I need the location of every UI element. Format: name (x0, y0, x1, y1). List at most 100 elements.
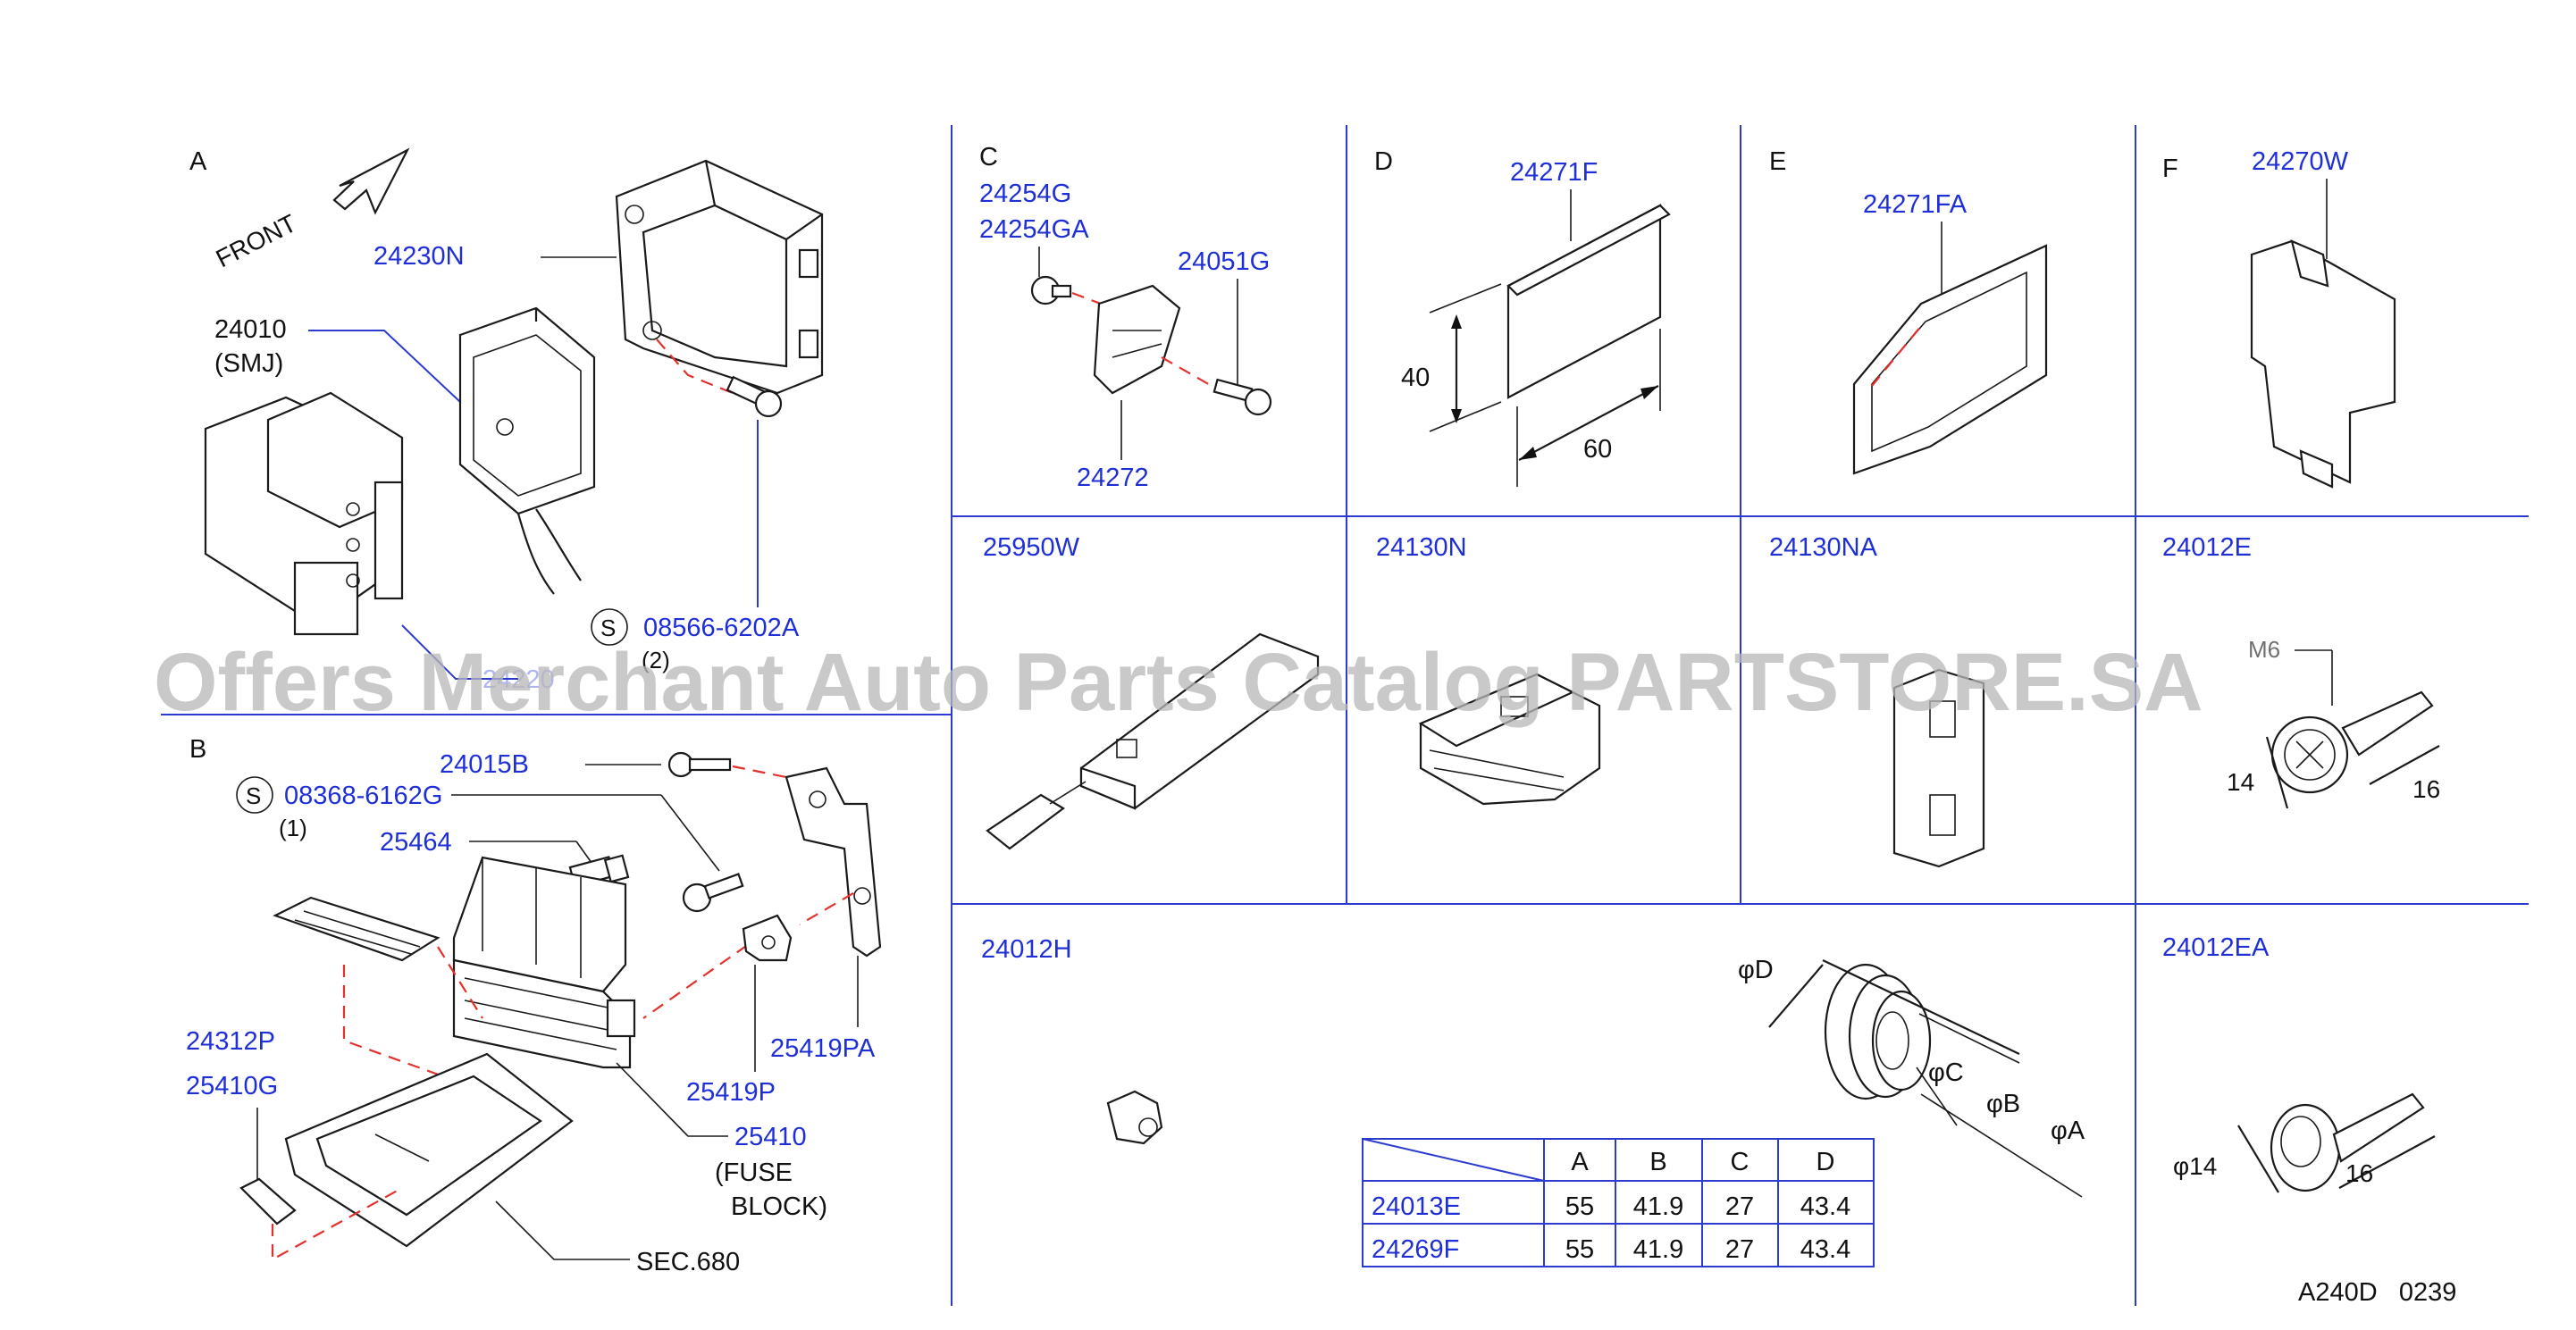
bracket-24272 (1093, 284, 1181, 395)
footer-code: A240D 0239 (2298, 1278, 2456, 1307)
part-24051G: 24051G (1178, 247, 1270, 276)
table-cell: 41.9 (1633, 1235, 1683, 1264)
part-24010: 24010 (214, 315, 287, 344)
part-24012EA: 24012EA (2162, 933, 2270, 962)
section-c: C 24254G 24254GA 24051G 24272 (979, 143, 1272, 492)
part-25410G: 25410G (186, 1072, 278, 1100)
screw-icon (667, 751, 732, 778)
dim-16: 16 (2412, 775, 2440, 803)
part-24012H: 24012H (981, 935, 1072, 964)
screw-icon-c (1212, 378, 1272, 416)
part-08368-6162G: 08368-6162G (284, 782, 442, 810)
ea-dim-16: 16 (2345, 1159, 2373, 1187)
part-24015B: 24015B (440, 750, 529, 779)
s-mark-circle (591, 608, 628, 646)
gasket-24271fa (1852, 244, 2048, 475)
section-d: D 24271F 40 60 (1374, 147, 1671, 487)
connector-25950w (986, 632, 1320, 850)
section-letter: D (1374, 147, 1393, 176)
table-header-d: D (1817, 1148, 1835, 1176)
section-e: E 24271FA (1769, 147, 2048, 475)
smj-connector (458, 306, 596, 595)
part-24271F: 24271F (1510, 158, 1598, 187)
grid-lines (161, 125, 2529, 1306)
row2: 25950W 24130N 24130NA 24012E M6 (983, 533, 2440, 868)
m6-label: M6 (2248, 636, 2280, 663)
grommet-diagram (1768, 959, 2083, 1198)
table-cell: 27 (1725, 1192, 1754, 1221)
part-25410: 25410 (734, 1123, 807, 1151)
part-24270W: 24270W (2252, 147, 2349, 176)
clip-24270w (2250, 239, 2396, 489)
part-25419PA: 25419PA (770, 1034, 876, 1063)
table-header-c: C (1731, 1148, 1749, 1176)
section-a: A FRONT 24230N S 08566-6202A (2) 240 (189, 147, 824, 694)
bracket-25419pa (785, 766, 882, 958)
table-row-part: 24269F (1372, 1235, 1459, 1264)
part-24254G: 24254G (979, 180, 1071, 208)
connector-24130n (1418, 673, 1601, 806)
dim-40: 40 (1401, 364, 1430, 392)
table-cell: 43.4 (1800, 1235, 1850, 1264)
part-25464: 25464 (380, 828, 452, 857)
phi-d: φD (1738, 956, 1774, 984)
part-24271FA: 24271FA (1863, 190, 1968, 219)
phi-c: φC (1928, 1058, 1964, 1087)
row3: 24012H φD φC φB φA 24012EA φ14 (981, 933, 2436, 1198)
section-letter: A (189, 147, 207, 176)
section-letter: B (189, 735, 206, 764)
section-letter: E (1769, 147, 1786, 176)
part-24312P: 24312P (186, 1027, 275, 1056)
bolt-qty: (2) (642, 647, 670, 673)
table-row-part: 24013E (1372, 1192, 1461, 1221)
clip-25419p (742, 914, 793, 962)
lower-bracket (204, 391, 404, 636)
dim-14: 14 (2227, 768, 2254, 796)
grommet-icon (1030, 275, 1072, 305)
bolt-icon-b (682, 873, 744, 913)
phi-b: φB (1986, 1090, 2020, 1118)
part-24272: 24272 (1077, 464, 1149, 492)
watermark: Offers Merchant Auto Parts Catalog PARTS… (154, 637, 2203, 728)
part-24010-sub: (SMJ) (214, 349, 283, 378)
phi-a: φA (2051, 1117, 2085, 1145)
front-arrow-icon (332, 147, 410, 215)
s-mark-circle-b (236, 776, 273, 814)
bolt-s-mark: S (600, 615, 616, 641)
b-s-mark: S (246, 782, 261, 809)
table-cell: 43.4 (1800, 1192, 1850, 1221)
clip-25410g-icon (239, 1177, 297, 1225)
pad-24271f (1506, 204, 1671, 399)
screw-24012e (2270, 690, 2434, 794)
part-24012E: 24012E (2162, 533, 2252, 562)
cover-tray (284, 1052, 574, 1248)
fuse-block (452, 856, 636, 1069)
section-letter: F (2162, 155, 2178, 183)
hidden-24220: 24220 (482, 665, 555, 694)
table-header-a: A (1571, 1148, 1589, 1176)
nut-24012h (1106, 1090, 1163, 1145)
sec-680-label: SEC.680 (636, 1248, 740, 1276)
dimension-table: A B C D 24013E 55 41.9 27 43.4 24269F 55 41.9 27 43.4 (1362, 1138, 1875, 1267)
fuse-block-2: BLOCK) (731, 1192, 827, 1221)
table-cell: 55 (1565, 1235, 1594, 1264)
phi-14: φ14 (2173, 1152, 2217, 1180)
smj-bracket (615, 159, 824, 395)
section-letter: C (979, 143, 998, 171)
bolt-icon (726, 375, 783, 418)
screw-24012ea (2270, 1092, 2425, 1192)
part-24230N: 24230N (373, 242, 465, 271)
part-08566-6202A: 08566-6202A (643, 614, 800, 642)
table-cell: 41.9 (1633, 1192, 1683, 1221)
table-cell: 55 (1565, 1192, 1594, 1221)
fuse-block-1: (FUSE (715, 1159, 793, 1187)
table-header-b: B (1649, 1148, 1666, 1176)
fuse-label-plate (273, 896, 441, 962)
table-cell: 27 (1725, 1235, 1754, 1264)
section-b: B 24015B S 08368-6162G (1) 25464 (186, 735, 882, 1276)
b-qty: (1) (279, 815, 307, 841)
section-f: F 24270W (2162, 147, 2396, 489)
holder-24130na (1892, 668, 1985, 868)
